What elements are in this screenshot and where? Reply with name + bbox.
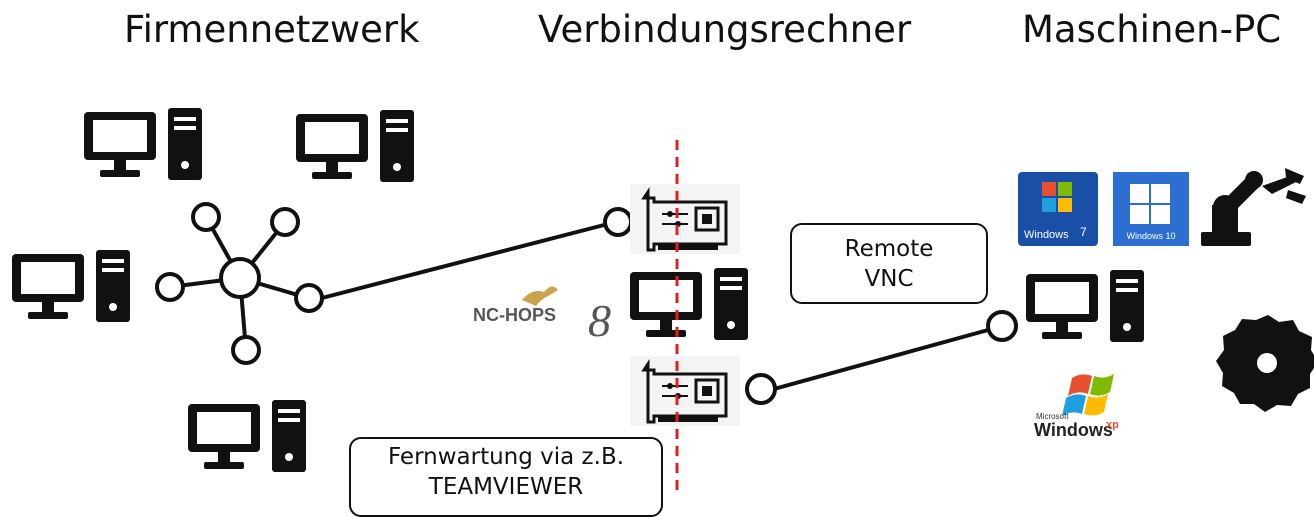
network-diagram: NC-HOPS 8 Windows 7 Windows 10 [12,108,1314,495]
network-port [603,207,633,237]
network-port [745,373,777,405]
desktop-computer-icon [296,110,414,182]
win7-version: 7 [1080,225,1087,239]
desktop-computer-icon [12,250,130,322]
network-card-icon [628,354,742,428]
remote-vnc-box: Remote VNC [790,223,988,304]
win10-label: Windows 10 [1126,231,1175,241]
winxp-microsoft: Microsoft [1036,412,1069,421]
teamviewer-line1: Fernwartung via z.B. [387,444,625,470]
robot-arm-icon [1201,168,1306,246]
desktop-computer-icon [1026,270,1144,342]
nc-hops-logo: NC-HOPS 8 [473,286,611,346]
windows-xp-logo: Microsoft Windows xp [1034,374,1119,440]
winxp-brand: Windows [1034,420,1113,440]
win7-brand: Windows [1024,229,1069,241]
windows-7-logo: Windows 7 [1018,172,1098,246]
nc-hops-text: NC-HOPS [473,305,556,325]
heading-connection-pc: Verbindungsrechner [538,8,912,51]
windows-10-logo: Windows 10 [1113,172,1189,246]
network-card-icon [628,182,742,256]
network-port [986,310,1018,342]
nc-hops-version: 8 [588,295,611,346]
remote-vnc-line1: Remote [844,236,934,262]
vnc-link [773,328,989,391]
saw-blade-icon [1216,315,1314,412]
desktop-computer-icon [188,400,306,472]
network-link [321,223,605,300]
teamviewer-box: Fernwartung via z.B. TEAMVIEWER [349,437,663,517]
network-port [294,283,324,313]
desktop-computer-icon [630,268,748,340]
winxp-suffix: xp [1106,419,1119,431]
heading-company-network: Firmennetzwerk [124,8,420,51]
heading-machine-pc: Maschinen-PC [1022,8,1282,51]
network-hub-icon [155,202,309,365]
remote-vnc-line2: VNC [864,266,914,292]
desktop-computer-icon [84,108,202,180]
teamviewer-line2: TEAMVIEWER [428,474,584,500]
